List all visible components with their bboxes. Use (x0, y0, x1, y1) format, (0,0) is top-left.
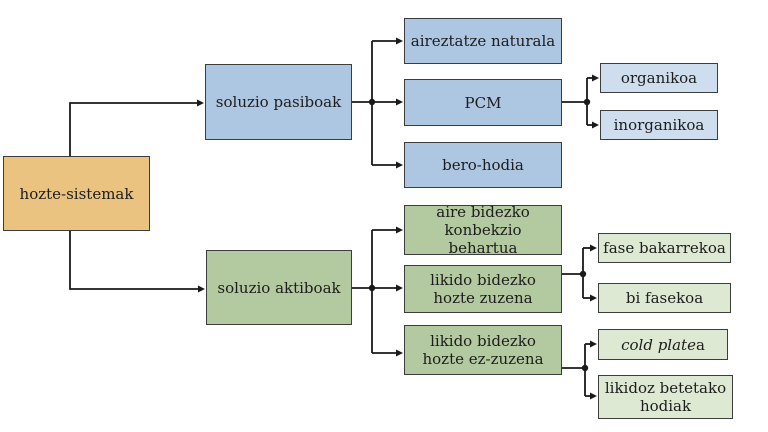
junction-dot-pcm (583, 98, 591, 106)
node-aireztatze-naturala: aireztatze naturala (404, 18, 562, 64)
cold-plate-italic-text: cold plate (621, 335, 696, 354)
junction-dot-passive (368, 98, 376, 106)
junction-dot-ez-zuzena (581, 364, 589, 372)
junction-dot-zuzena (579, 270, 587, 278)
node-likido-bidezko-hozte-ez-zuzena: likido bidezko hozte ez-zuzena (404, 325, 562, 375)
edge-root-to-active (69, 231, 205, 293)
node-inorganikoa: inorganikoa (600, 110, 718, 140)
node-pcm: PCM (404, 79, 562, 126)
node-aire-bidezko-konbekzio-behartua: aire bidezko konbekzio behartua (404, 203, 562, 257)
node-cold-plate: cold platea (598, 329, 728, 360)
edge-root-to-passive (69, 99, 204, 156)
node-hozte-sistemak: hozte-sistemak (3, 156, 150, 231)
junction-dot-active (368, 284, 376, 292)
node-soluzio-aktiboak: soluzio aktiboak (206, 250, 352, 325)
cold-plate-suffix: a (695, 335, 705, 354)
node-likido-bidezko-hozte-zuzena: likido bidezko hozte zuzena (404, 265, 562, 313)
node-organikoa: organikoa (600, 63, 718, 93)
node-bero-hodia: bero-hodia (404, 142, 562, 188)
node-likidoz-betetako-hodiak: likidoz betetako hodiak (598, 375, 733, 419)
node-fase-bakarrekoa: fase bakarrekoa (598, 233, 731, 263)
node-soluzio-pasiboak: soluzio pasiboak (205, 64, 352, 140)
node-bi-fasekoa: bi fasekoa (598, 283, 731, 313)
